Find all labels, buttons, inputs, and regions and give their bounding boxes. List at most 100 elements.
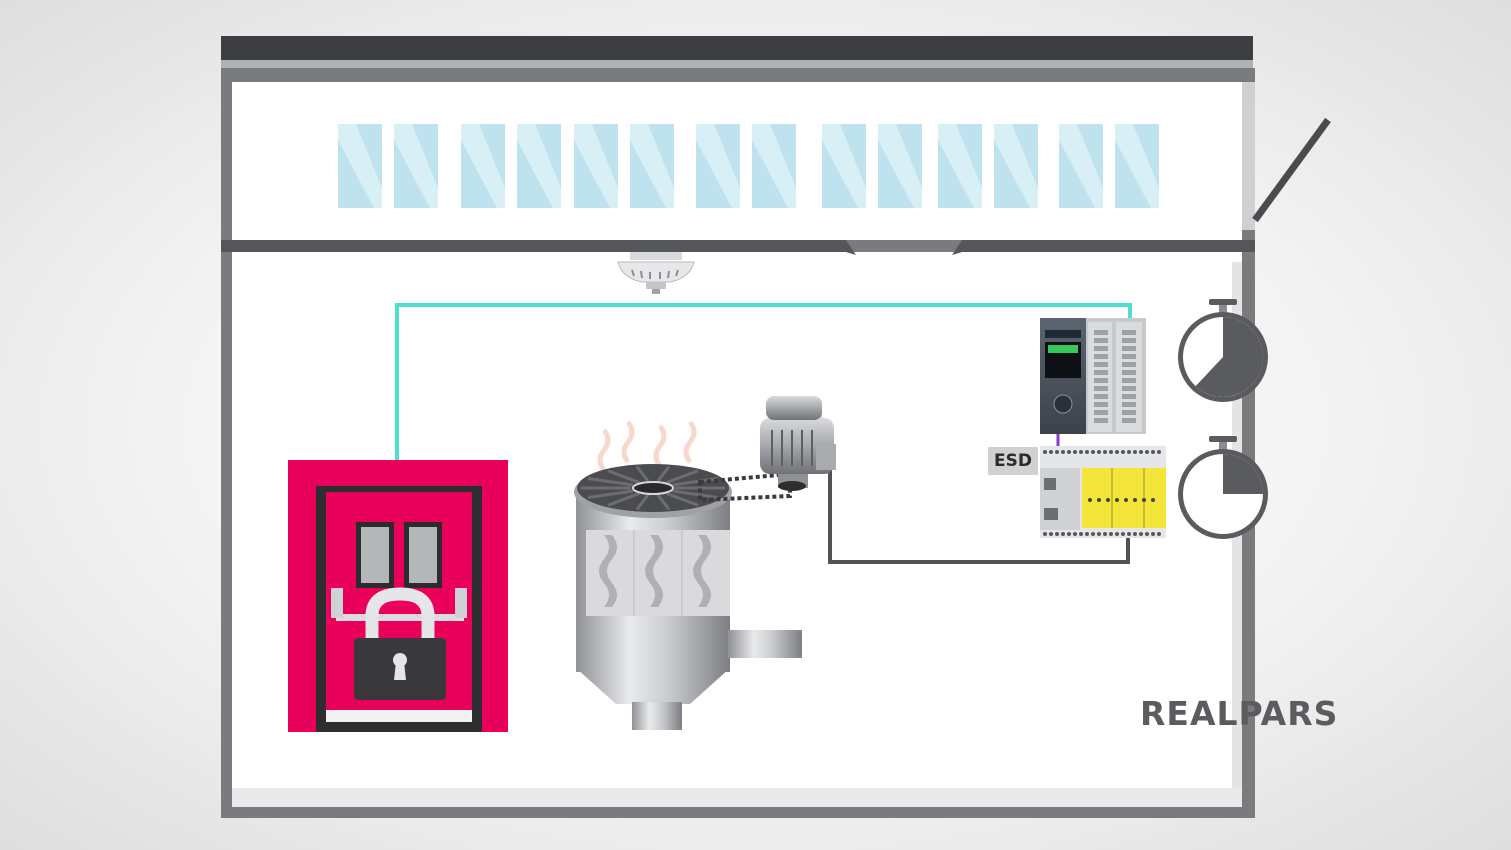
stopwatch-elapsed (1195, 317, 1263, 397)
terminal-screw (1073, 532, 1077, 536)
right-wall-strip (1242, 82, 1255, 230)
terminal-screw (1049, 450, 1053, 454)
terminal-screw (1139, 450, 1143, 454)
io-slot (1094, 394, 1108, 399)
terminal-screw (1055, 532, 1059, 536)
network-wire (395, 303, 1132, 462)
motor-top (766, 396, 822, 420)
terminal-screw (1145, 450, 1149, 454)
esd-port-1 (1044, 478, 1056, 490)
stopwatch-button (1209, 299, 1237, 305)
terminal-screw (1043, 450, 1047, 454)
io-slot (1094, 418, 1108, 423)
esd-safety-modules (1082, 468, 1166, 528)
io-slot (1094, 338, 1108, 343)
stopwatch-icon (1178, 436, 1268, 539)
plc-display-status (1048, 345, 1078, 353)
lid-spoke (607, 469, 640, 484)
plc-brand-strip (1045, 330, 1081, 338)
io-slot (1122, 410, 1136, 415)
esd-label: ESD (988, 447, 1038, 475)
tank-outlet (632, 702, 682, 730)
electric-motor-icon (760, 396, 836, 491)
lid-spoke (672, 489, 719, 500)
terminal-screw (1091, 532, 1095, 536)
terminal-screw (1049, 532, 1053, 536)
status-led (1088, 498, 1092, 502)
vent-pipe (1252, 117, 1331, 223)
terminal-screw (1115, 532, 1119, 536)
window-row (338, 124, 1159, 208)
window-pane (574, 124, 618, 208)
window-pane (822, 124, 866, 208)
terminal-screw (1121, 450, 1125, 454)
lid-spoke (656, 493, 671, 511)
tank-side-pipe (728, 630, 802, 658)
terminal-screw (1067, 532, 1071, 536)
lid-spokes (581, 465, 725, 511)
roof-beam (221, 36, 1253, 60)
push-bar (336, 614, 464, 621)
io-slot (1122, 386, 1136, 391)
io-slot (1094, 410, 1108, 415)
io-slot (1094, 378, 1108, 383)
terminal-screw (1151, 450, 1155, 454)
motor-pulley (778, 481, 806, 491)
window-pane (630, 124, 674, 208)
status-led (1124, 498, 1128, 502)
terminal-screw (1079, 532, 1083, 536)
window-pane (938, 124, 982, 208)
control-wire (828, 470, 1130, 564)
floor-strip (232, 788, 1242, 807)
terminal-screw (1043, 532, 1047, 536)
io-slot (1094, 346, 1108, 351)
heat-waves (597, 420, 697, 472)
io-slot (1094, 362, 1108, 367)
lid-spoke (656, 465, 671, 483)
terminal-screw (1091, 450, 1095, 454)
io-slot (1122, 362, 1136, 367)
terminal-screw (1085, 450, 1089, 454)
plc-keypad (1053, 394, 1073, 414)
lid-spoke (587, 489, 634, 500)
motor-housing (760, 418, 834, 474)
status-led (1151, 498, 1155, 502)
io-slot (1122, 346, 1136, 351)
window-pane (1059, 124, 1103, 208)
window-pane (696, 124, 740, 208)
terminal-screw (1097, 450, 1101, 454)
terminal-screw (1121, 532, 1125, 536)
window-pane (517, 124, 561, 208)
padlock-icon (354, 587, 446, 700)
lid-spoke (666, 469, 699, 484)
ceiling-right (952, 240, 1255, 255)
terminal-screw (1079, 450, 1083, 454)
lid-spoke (587, 476, 634, 487)
terminal-screw (1061, 532, 1065, 536)
terminal-screw (1103, 532, 1107, 536)
plc-io-slots (1094, 330, 1136, 423)
door-threshold (326, 710, 472, 722)
motor-mount (816, 444, 836, 470)
terminal-screw (1157, 450, 1161, 454)
window-pane (878, 124, 922, 208)
io-slot (1122, 402, 1136, 407)
stopwatch-elapsed (1223, 454, 1263, 494)
io-slot (1122, 330, 1136, 335)
stopwatch-icon (1178, 299, 1268, 402)
terminal-screw (1055, 450, 1059, 454)
terminal-screw (1157, 532, 1161, 536)
locked-door (288, 460, 508, 732)
io-slot (1122, 394, 1136, 399)
esd-port-2 (1044, 508, 1058, 520)
io-slot (1122, 338, 1136, 343)
tank-heating-elements (599, 535, 711, 607)
terminal-screw (1115, 450, 1119, 454)
door-glass-right (409, 527, 437, 583)
esd-terminals (1043, 450, 1161, 536)
window-pane (752, 124, 796, 208)
lid-spoke (635, 465, 650, 483)
ceiling-left (221, 240, 856, 255)
terminal-screw (1061, 450, 1065, 454)
